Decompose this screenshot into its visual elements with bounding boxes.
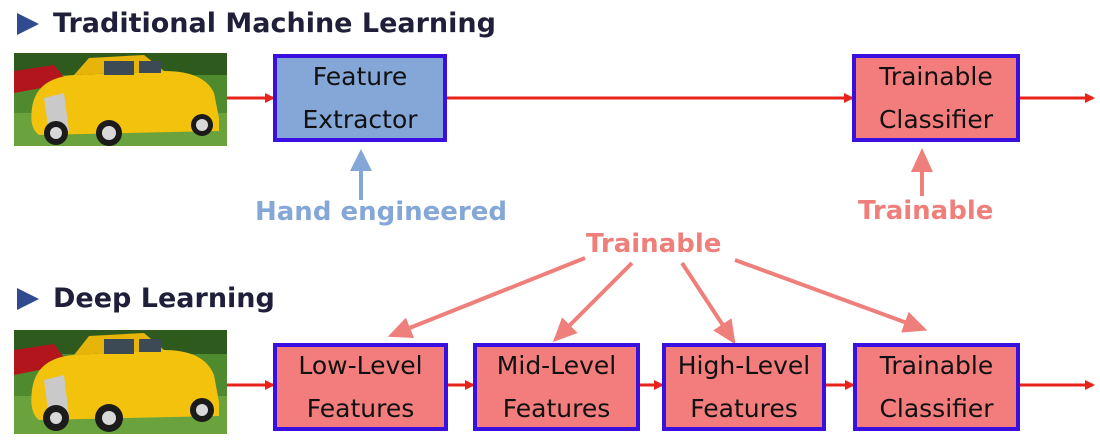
heading-traditional-ml-text: Traditional Machine Learning (53, 8, 496, 39)
classifier-line1: Trainable (879, 62, 993, 91)
bullet-arrow-icon (17, 287, 39, 310)
low-level-line1: Low-Level (298, 351, 423, 380)
bullet-arrow-icon (17, 12, 39, 35)
feature-extractor-line1: Feature (312, 62, 408, 91)
heading-traditional-ml: Traditional Machine Learning (17, 8, 496, 39)
trainable-arrow-high (680, 261, 736, 345)
high-level-line1: High-Level (677, 351, 811, 380)
trainable-classifier-box-deep: Trainable Classifier (853, 343, 1020, 431)
heading-deep-learning: Deep Learning (17, 283, 275, 314)
feature-extractor-box: Feature Extractor (273, 54, 447, 142)
low-level-features-box: Low-Level Features (273, 343, 448, 431)
hand-engineered-label: Hand engineered (255, 197, 507, 227)
mid-level-line1: Mid-Level (496, 351, 617, 380)
trainable-label-traditional: Trainable (858, 196, 994, 226)
car-photo-traditional (14, 53, 227, 146)
high-level-line2: Features (690, 394, 798, 423)
trainable-label-deep: Trainable (586, 229, 722, 259)
heading-deep-learning-text: Deep Learning (53, 283, 275, 314)
mid-level-line2: Features (502, 394, 611, 423)
dl-classifier-line2: Classifier (879, 394, 994, 423)
dl-classifier-line1: Trainable (879, 351, 994, 380)
car-photo-deep (14, 330, 227, 434)
high-level-features-box: High-Level Features (662, 343, 826, 431)
feature-extractor-line2: Extractor (302, 105, 418, 134)
trainable-arrow-mid (552, 261, 634, 343)
classifier-line2: Classifier (878, 105, 994, 134)
trainable-classifier-box-traditional: Trainable Classifier (852, 54, 1020, 142)
trainable-arrow-low (387, 256, 586, 339)
mid-level-features-box: Mid-Level Features (473, 343, 640, 431)
trainable-arrow-classifier (734, 258, 928, 333)
low-level-line2: Features (306, 394, 415, 423)
